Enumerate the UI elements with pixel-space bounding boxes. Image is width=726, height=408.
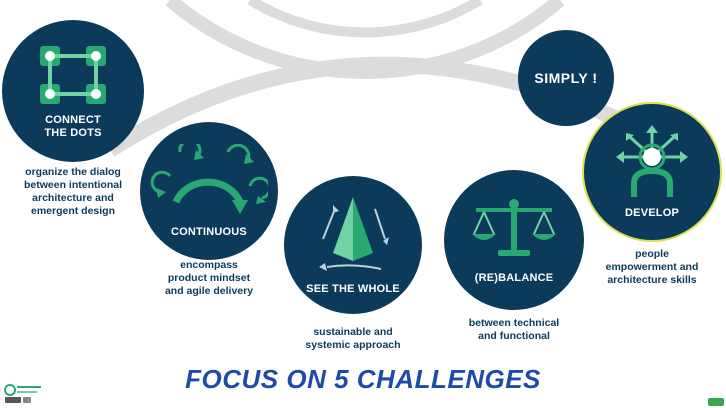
headline: FOCUS ON 5 CHALLENGES [185,364,541,394]
challenge-title: CONNECT [45,114,101,126]
challenge-continuous: CONTINUOUS [140,122,278,260]
challenge-caption: organize the dialog between intentional … [23,166,122,217]
challenge-title: DEVELOP [625,206,679,219]
challenge-caption: encompass product mindset and agile deli… [164,259,254,297]
connected-dots-icon [40,46,106,104]
simply-label: SIMPLY ! [534,70,598,86]
challenge-see-the-whole: SEE THE WHOLE [284,176,422,314]
challenge-title: THE DOTS [44,127,102,139]
pyramid-icon [319,196,389,271]
challenge-caption: people empowerment and architecture skil… [605,248,699,286]
challenge-caption: sustainable and systemic approach [305,326,401,351]
organization-logo [4,384,41,403]
balance-scale-icon [472,198,556,256]
challenge-title: SEE THE WHOLE [306,282,400,295]
challenge-rebalance: (RE)BALANCE [444,170,584,310]
challenge-develop: DEVELOP [582,102,722,242]
cycle-arrows-icon [150,143,268,214]
person-growth-icon [616,124,688,197]
challenge-caption: between technical and functional [468,317,560,342]
challenge-title: (RE)BALANCE [474,271,554,284]
challenge-connect-the-dots: CONNECT THE DOTS [2,20,144,162]
challenge-title: CONTINUOUS [171,225,247,238]
corner-badge [708,398,724,406]
simply-circle: SIMPLY ! [518,30,614,126]
